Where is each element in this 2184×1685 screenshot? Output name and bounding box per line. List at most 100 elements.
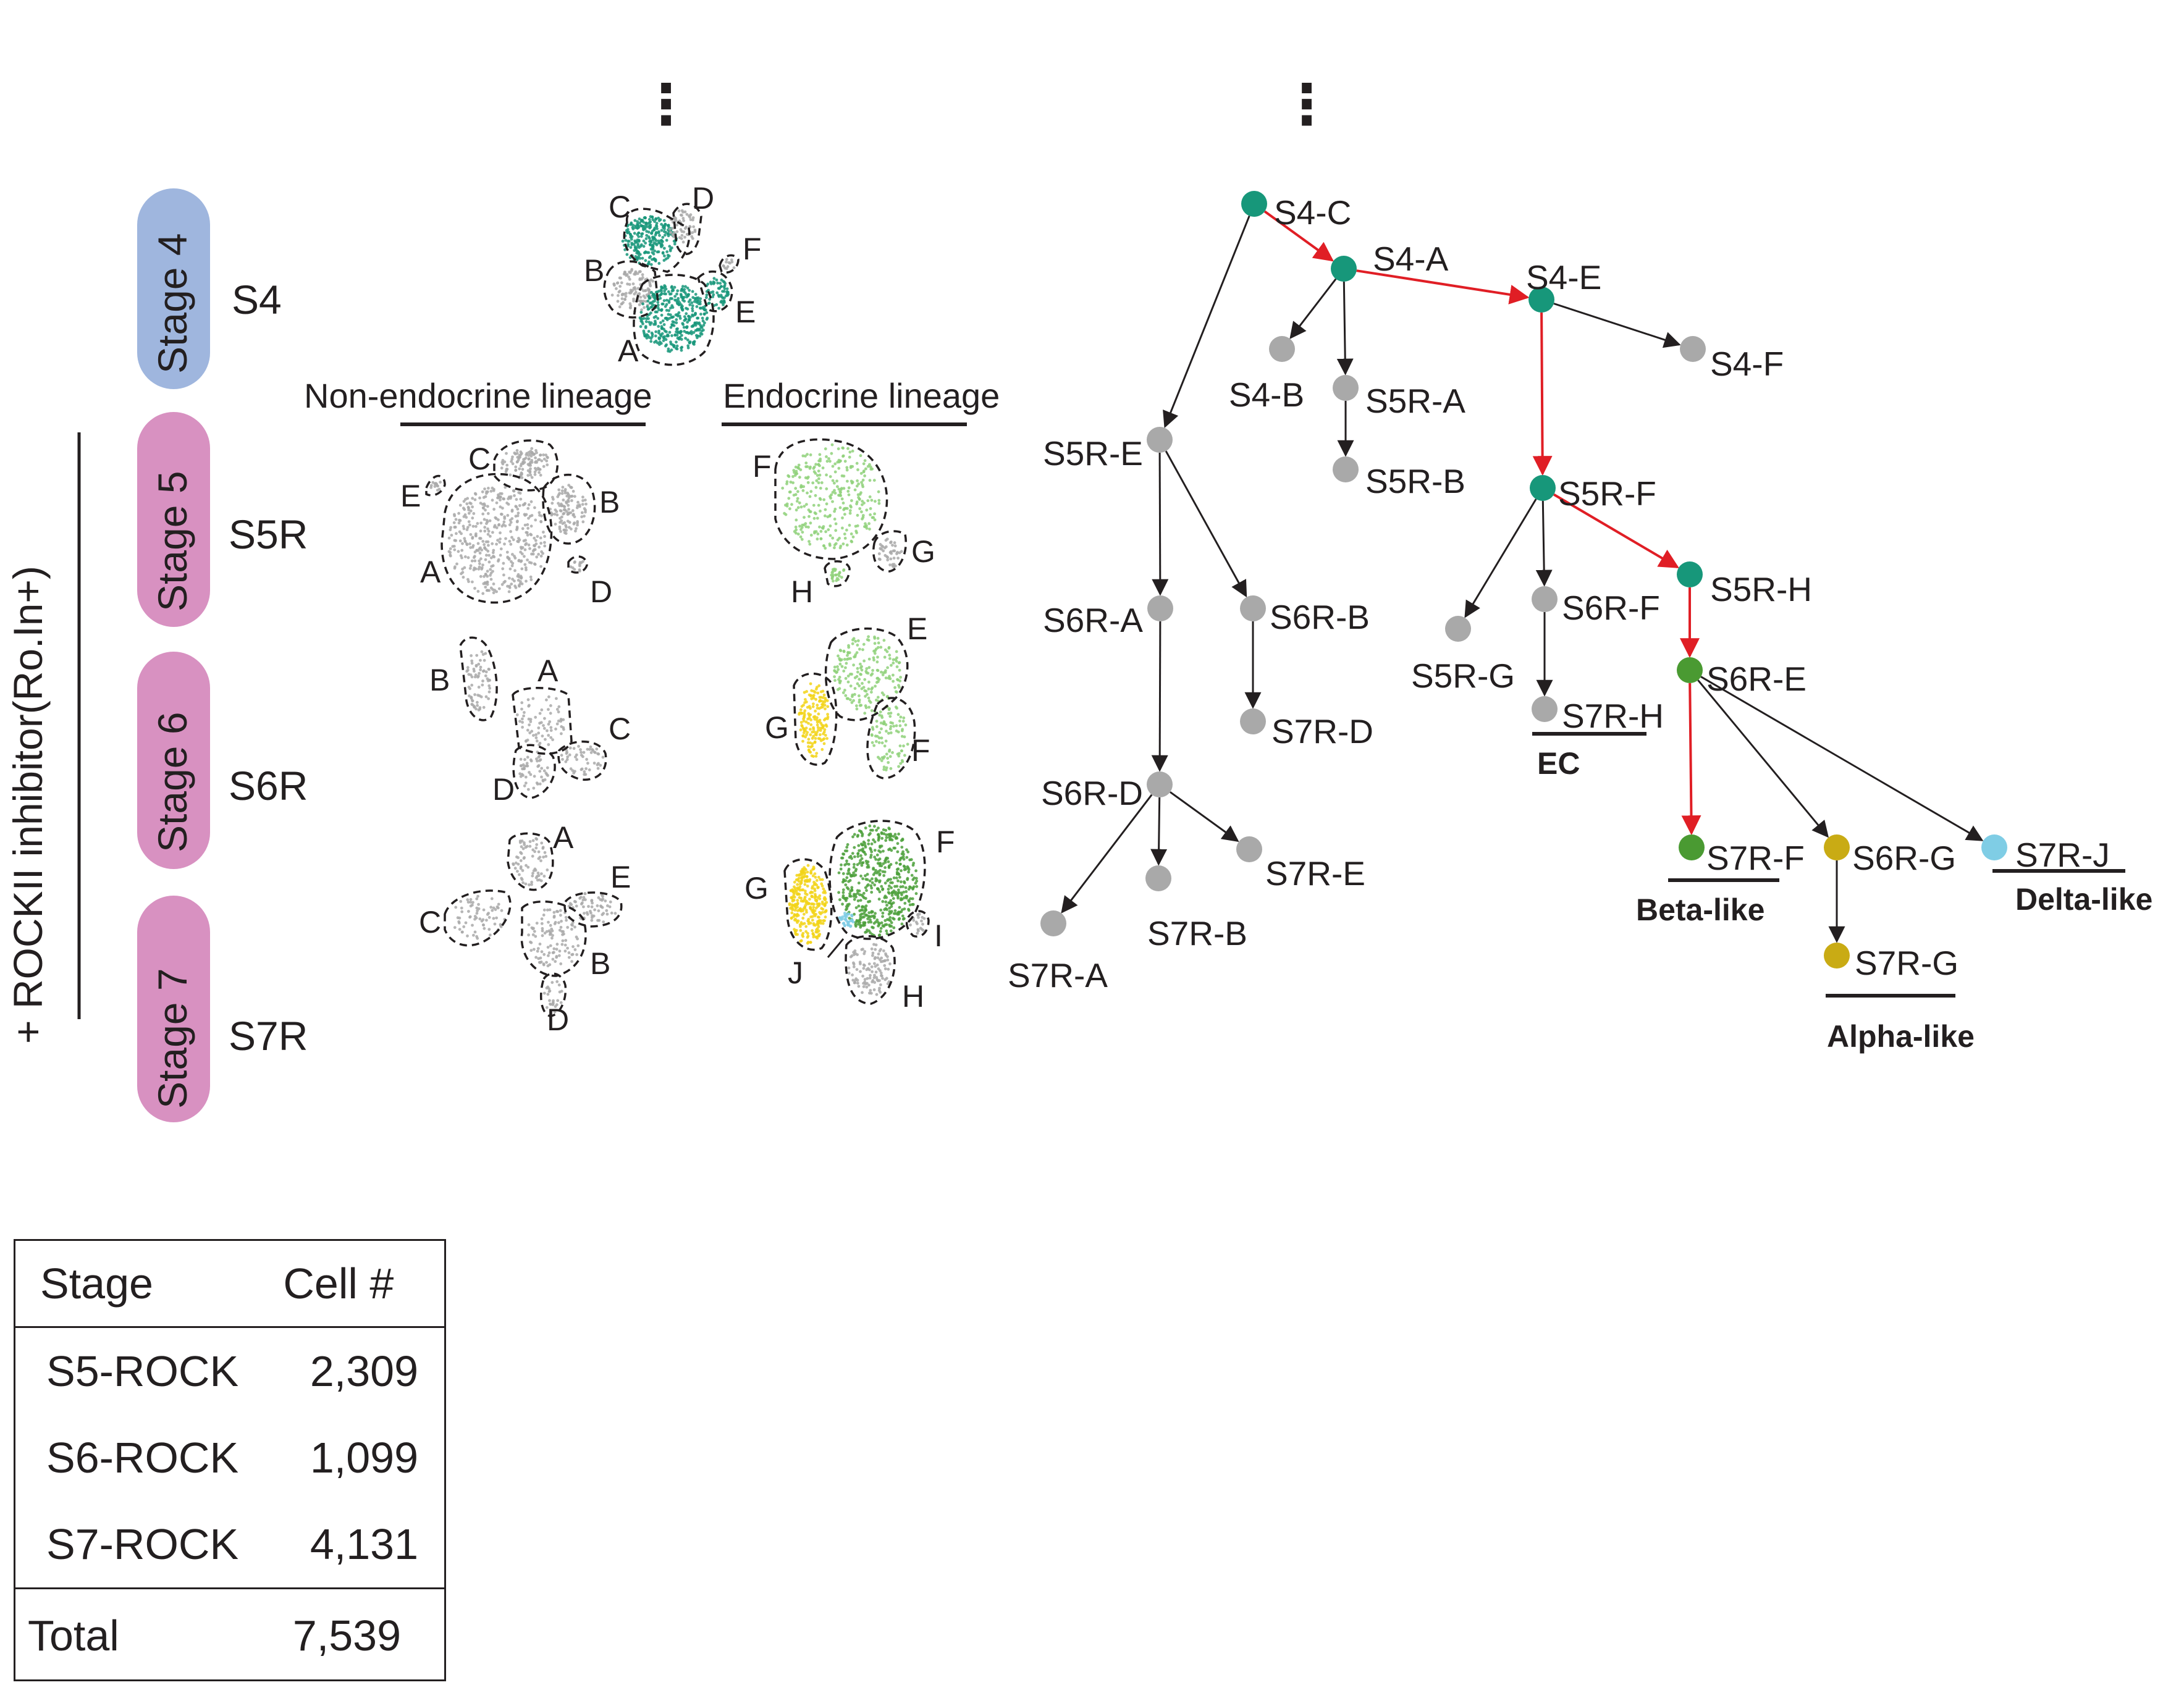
cluster-dot-cloud [512,837,549,886]
table-cell-stage: S7-ROCK [46,1520,239,1568]
s4-label-a: A [618,334,639,368]
cluster-dot-cloud [722,258,736,271]
tree-edge-s6r-d-to-s7r-e [1170,791,1239,842]
tree-node-label-s5r-b: S5R-B [1365,462,1465,500]
cell-type-labels: EC Beta-like Delta-like Alpha-like [1532,732,2152,1054]
s6e-label-e: E [907,611,927,646]
s4-outline-a [633,274,715,366]
tree-node-label-s5r-e: S5R-E [1043,434,1143,473]
s5n-label-a: A [420,555,441,589]
s6e-label-f: F [911,733,930,768]
cluster-dot-cloud [465,650,492,712]
tree-node-label-s7r-f: S7R-F [1706,839,1805,877]
cluster-dot-cloud [518,750,549,791]
s4-label-d: D [692,181,714,216]
tree-edge-s4-e-to-s5r-f [1532,312,1553,476]
s5n-label-b: B [599,485,620,519]
tree-node-s7r-e [1236,836,1262,862]
tree-node-label-s7r-b: S7R-B [1147,914,1247,952]
s5n-label-d: D [590,574,612,609]
tree-node-label-s7r-e: S7R-E [1265,854,1365,893]
stage-pill-5-bg [137,412,210,627]
s7n-outline-a [507,832,554,891]
tree-node-label-s5r-a: S5R-A [1365,382,1465,420]
s7n-outline-c [444,889,512,947]
s5e-outline-h [824,560,851,587]
s5e-outline-f [774,438,888,560]
cluster-dot-cloud [447,485,547,595]
tree-node-label-s4-f: S4-F [1710,345,1784,383]
s7e-outline-g [783,858,833,951]
s7n-label-e: E [610,860,631,894]
s4-umap [603,203,740,366]
s6n-label-a: A [538,653,559,688]
tree-node-label-s7r-g: S7R-G [1855,944,1958,982]
side-label: + ROCKII inhibitor(Ro.In+) [5,566,51,1044]
s7n-outline-e [563,891,623,928]
tree-edge-s4-c-to-s5r-e [1163,215,1250,429]
s7e-label-i: I [934,918,943,953]
s7-endocrine-umap [783,820,930,1005]
cluster-dot-cloud [847,943,892,996]
tree-node-label-s5r-h: S5R-H [1710,570,1812,608]
s4-outline-f [719,254,740,274]
s7n-label-a: A [553,820,574,855]
tree-node-s5r-h [1677,561,1703,587]
s6n-outline-a [512,687,573,755]
s5n-label-c: C [468,442,491,476]
table-row: S7-ROCK 4,131 [15,1501,444,1589]
cluster-dot-cloud [621,215,678,266]
s4-label-c: C [609,190,631,224]
cluster-dot-cloud [638,284,709,353]
stage-code-s6r: S6R [229,763,308,809]
s7e-outline-h [845,935,896,1005]
table-header-stage: Stage [15,1241,271,1328]
s5n-outline-a [441,473,553,604]
tree-node-label-s4-a: S4-A [1373,240,1449,278]
cluster-dot-cloud [908,912,926,935]
lineage-header-non-endocrine: Non-endocrine lineage [304,376,652,415]
s7e-label-h: H [902,979,924,1014]
cell-type-alpha: Alpha-like [1827,1019,1975,1054]
s4-label-e: E [735,295,756,329]
s6n-outline-d [512,744,556,799]
s7n-outline-b [520,900,587,977]
tree-node-s4-e [1528,287,1554,313]
tree-node-label-s6r-f: S6R-F [1562,589,1660,627]
stage-code-s4: S4 [232,277,282,322]
tree-node-s4-a [1331,256,1357,282]
s6e-outline-e [824,627,909,721]
table-total-count: 7,539 [271,1587,444,1682]
table-cell-count: 2,309 [310,1347,418,1395]
table-header-count: Cell # [271,1241,444,1328]
tree-edge-s6r-e-to-s7r-f [1681,683,1701,836]
tree-node-s7r-h [1532,696,1558,722]
s7n-outline-d [539,972,567,1017]
tree-node-s6r-g [1824,834,1850,860]
cell-type-beta: Beta-like [1636,893,1764,927]
stage-pill-4-label: Stage 4 [150,233,195,374]
tree-node-s5r-e [1147,427,1173,453]
s4-label-b: B [584,253,604,288]
tree-edge-s5r-f-to-s5r-h [1553,493,1679,569]
lineage-header-endocrine: Endocrine lineage [723,376,1000,415]
ellipsis-right: ⋮ [1279,74,1334,136]
tree-node-s5r-a [1333,375,1359,401]
tree-node-s6r-b [1240,595,1266,621]
cluster-dot-cloud [429,481,442,492]
tree-node-label-s6r-e: S6R-E [1706,660,1807,698]
tree-edge-s4-a-to-s4-e [1356,269,1530,305]
cluster-dot-cloud [833,635,902,715]
s7n-label-c: C [419,905,441,939]
cluster-scatter-layer [429,209,926,1014]
s4-outline-e [697,271,733,313]
cell-count-table-grid: Stage Cell # S5-ROCK 2,309 S6-ROCK 1,099… [15,1241,444,1682]
s6e-outline-f [866,697,916,779]
cluster-dot-cloud [788,864,828,945]
tree-node-s7r-g [1824,943,1850,969]
tree-node-label-s4-e: S4-E [1526,258,1601,296]
table-total-row: Total 7,539 [15,1587,444,1682]
stage-pill-5-label: Stage 5 [150,471,195,611]
